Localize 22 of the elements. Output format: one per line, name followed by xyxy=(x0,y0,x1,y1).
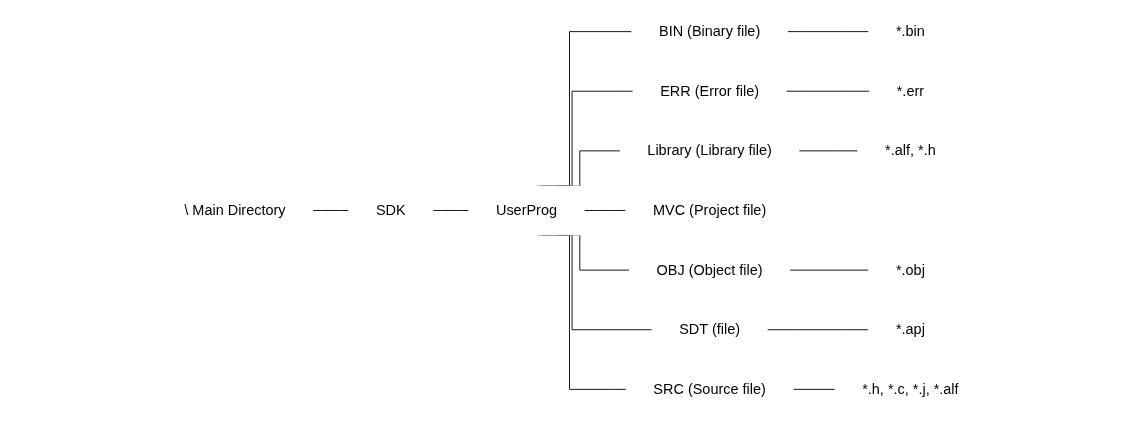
node-text: *.apj xyxy=(895,321,925,337)
node-text: *.obj xyxy=(895,261,925,278)
connector xyxy=(431,210,469,211)
node-text: \ Main Directory xyxy=(183,202,286,218)
node-text: MVC (Project file) xyxy=(652,202,766,218)
node-text: SDT (file) xyxy=(678,321,740,337)
node-text: SRC (Source file) xyxy=(652,381,766,397)
node-text: SDK xyxy=(375,202,406,218)
connector xyxy=(583,210,626,211)
node-text: Library (Library file) xyxy=(646,142,772,159)
connector xyxy=(785,90,870,92)
node-text: *.h, *.c, *.j, *.alf xyxy=(861,381,959,397)
node-text: ERR (Error file) xyxy=(659,83,759,99)
node-text: *.bin xyxy=(895,23,925,39)
connector xyxy=(311,210,349,211)
connector xyxy=(786,31,869,33)
node-text: *.err xyxy=(896,83,924,99)
connector xyxy=(792,388,836,390)
node-text: *.alf, *.h xyxy=(884,142,936,159)
node-text: BIN (Binary file) xyxy=(658,23,760,39)
node-text: OBJ (Object file) xyxy=(656,261,763,278)
connector xyxy=(766,329,869,331)
